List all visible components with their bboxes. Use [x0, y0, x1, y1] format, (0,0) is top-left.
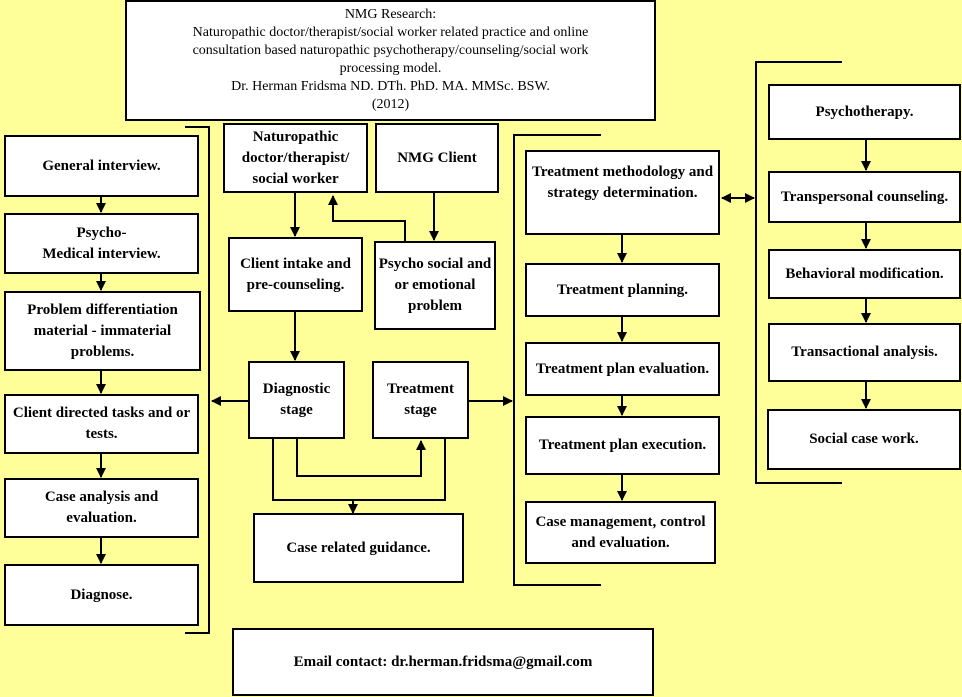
transactional-analysis-box: Transactional analysis.: [768, 323, 961, 382]
title-line-4: processing model.: [339, 61, 442, 76]
practitioner-box: Naturopathic doctor/therapist/ social wo…: [223, 123, 368, 193]
client-directed-tasks-box: Client directed tasks and or tests.: [4, 394, 199, 454]
case-management-box: Case management, control and evaluation.: [525, 501, 716, 564]
diagnostic-stage-box: Diagnostic stage: [248, 361, 345, 439]
treatment-plan-evaluation-box: Treatment plan evaluation.: [525, 342, 720, 396]
social-case-work-box: Social case work.: [767, 409, 961, 470]
title-box: NMG Research: Naturopathic doctor/therap…: [125, 0, 656, 121]
arrow-problem-practitioner: [328, 195, 406, 241]
title-line-3: consultation based naturopathic psychoth…: [192, 43, 589, 58]
case-analysis-box: Case analysis and evaluation.: [4, 478, 199, 538]
diagnose-box: Diagnose.: [4, 564, 199, 626]
treatment-planning-box: Treatment planning.: [525, 263, 720, 317]
title-line-6: (2012): [371, 97, 410, 112]
problem-differentiation-box: Problem differentiation material - immat…: [4, 291, 201, 371]
treatment-stage-box: Treatment stage: [372, 361, 469, 439]
title-line-1: NMG Research:: [344, 7, 437, 22]
arrow-diagnostic-treatment: [296, 438, 426, 477]
general-interview-box: General interview.: [4, 135, 199, 197]
transpersonal-counseling-box: Transpersonal counseling.: [768, 171, 961, 223]
left-bracket: [185, 126, 210, 634]
email-contact-box: Email contact: dr.herman.fridsma@gmail.c…: [232, 628, 654, 696]
title-line-2: Naturopathic doctor/therapist/social wor…: [192, 25, 589, 40]
case-related-guidance-box: Case related guidance.: [253, 513, 464, 583]
title-line-5: Dr. Herman Fridsma ND. DTh. PhD. MA. MMS…: [231, 79, 550, 94]
psycho-social-problem-box: Psycho social and or emotional problem: [374, 241, 496, 330]
treatment-plan-execution-box: Treatment plan execution.: [525, 416, 720, 475]
client-intake-box: Client intake and pre-counseling.: [228, 237, 363, 312]
psychotherapy-box: Psychotherapy.: [768, 84, 961, 140]
behavioral-modification-box: Behavioral modification.: [768, 249, 961, 299]
arrow-stages-guidance: [272, 438, 446, 512]
treatment-methodology-box: Treatment methodology and strategy deter…: [525, 150, 720, 235]
nmg-client-box: NMG Client: [375, 123, 499, 193]
psycho-medical-interview-box: Psycho- Medical interview.: [4, 213, 199, 274]
